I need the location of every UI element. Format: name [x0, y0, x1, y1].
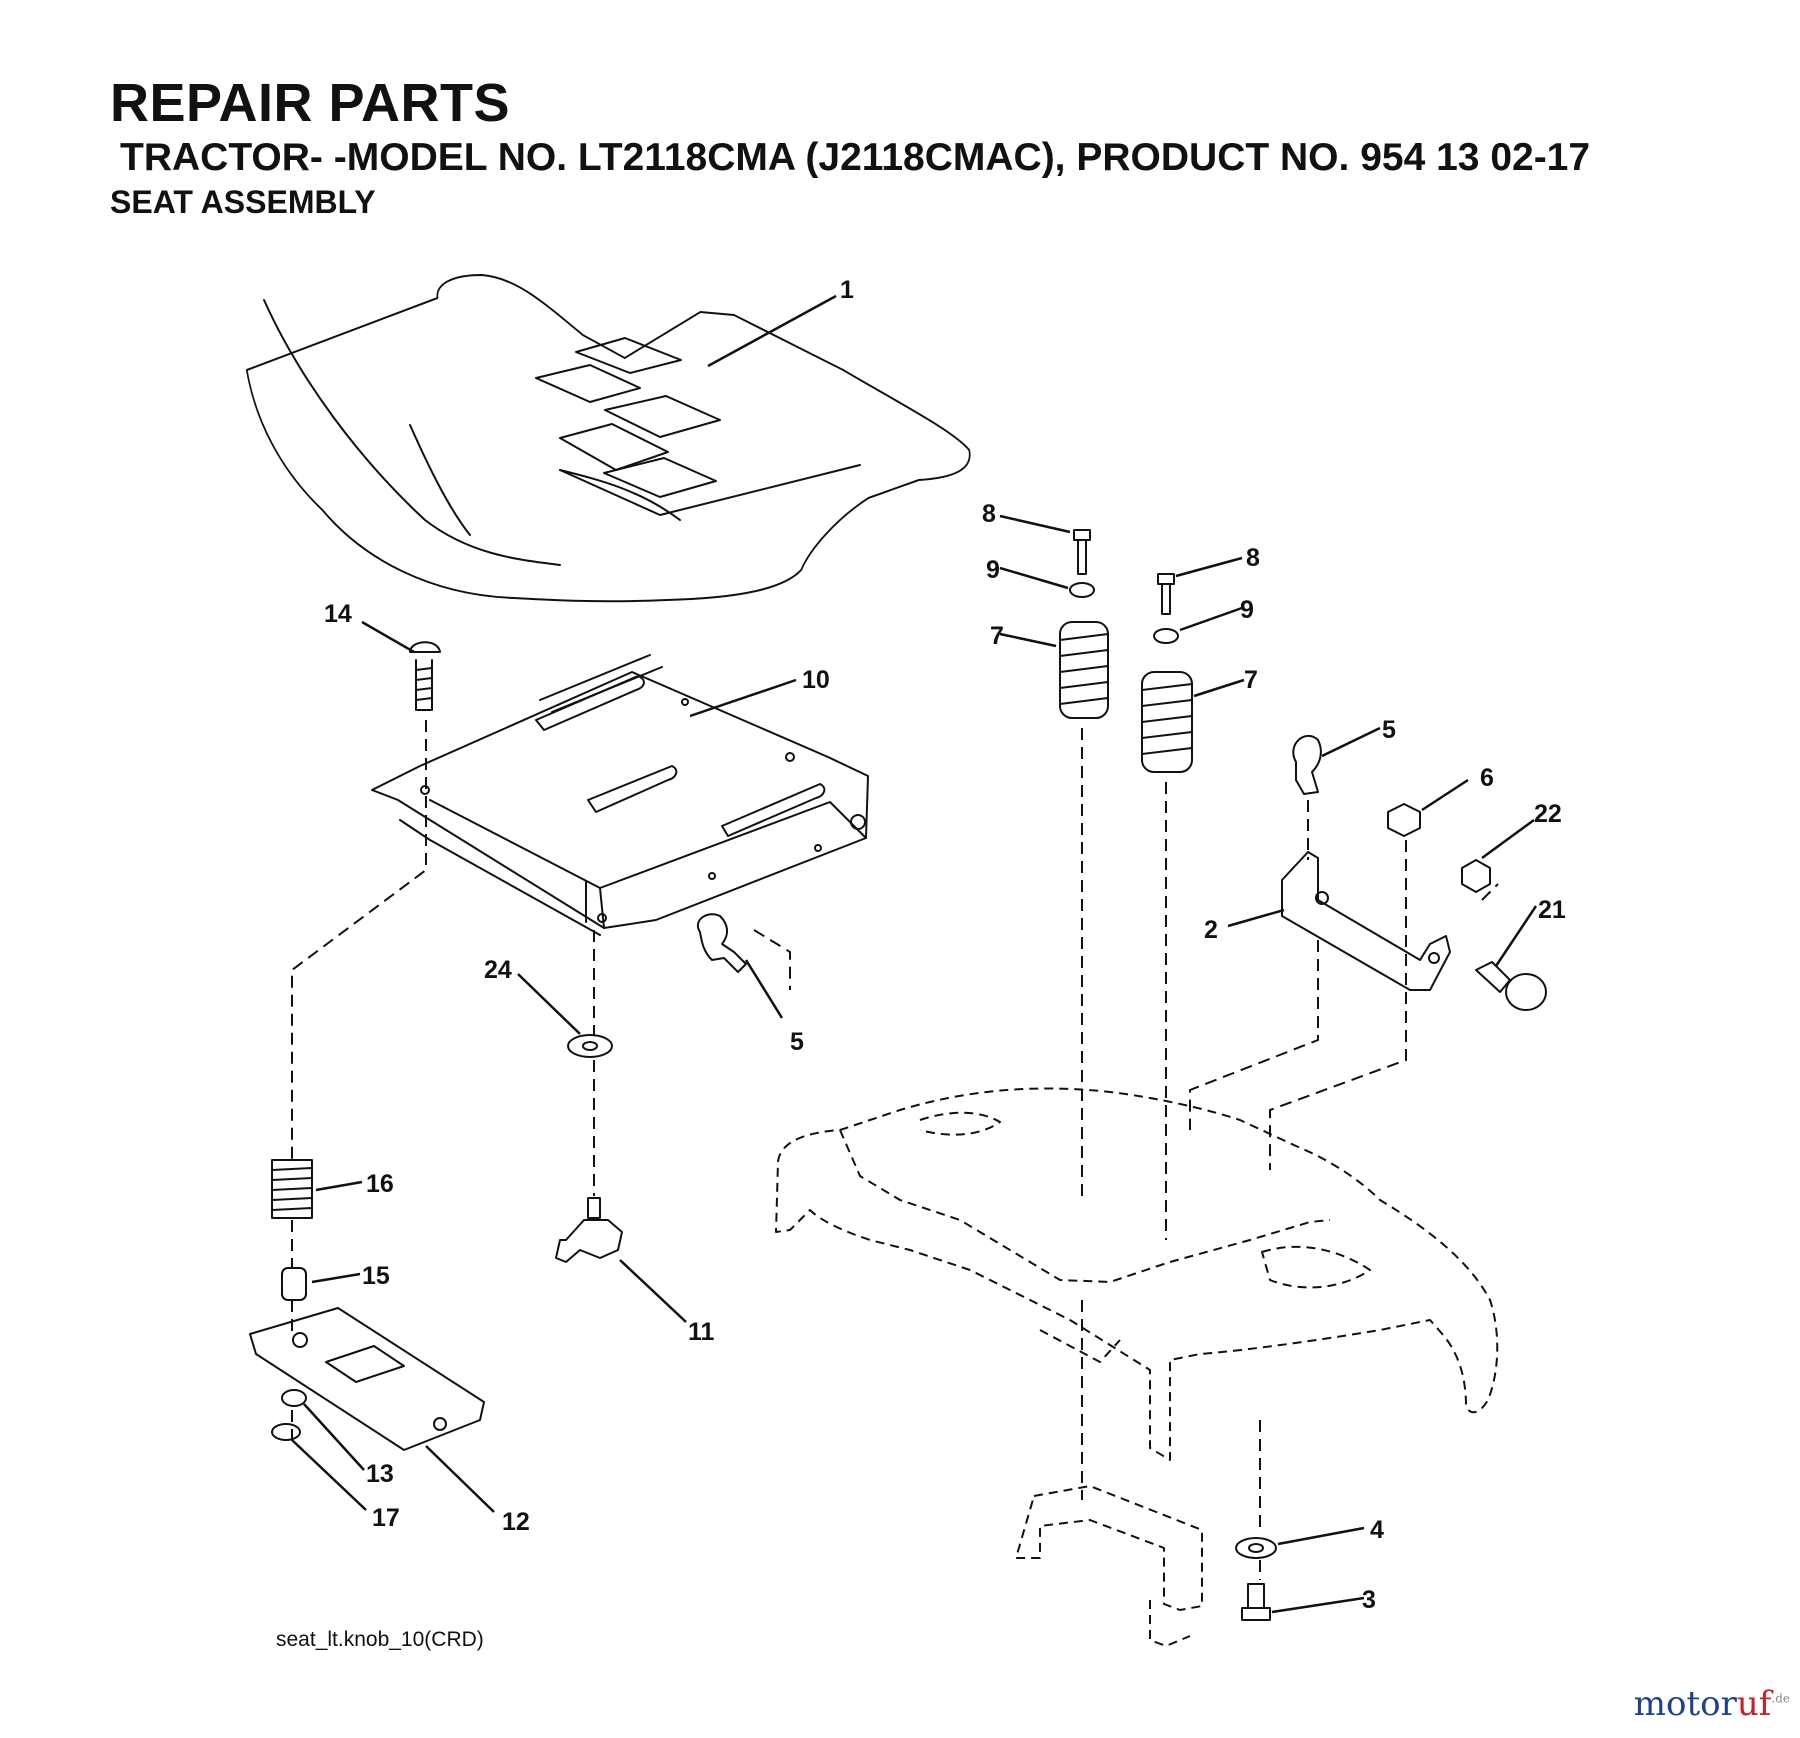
drawing-reference: seat_lt.knob_10(CRD) — [276, 1628, 484, 1651]
washer-part — [567, 1034, 613, 1058]
model-subtitle: TRACTOR- -MODEL NO. LT2118CMA (J2118CMAC… — [120, 136, 1591, 179]
callout-4: 4 — [1370, 1516, 1384, 1544]
spring-part — [271, 1159, 313, 1219]
locknut-part — [271, 1423, 301, 1441]
nut-part — [281, 1389, 307, 1407]
callout-21: 21 — [1538, 896, 1566, 924]
knob-clip-part — [1292, 734, 1322, 795]
washer-part — [1235, 1537, 1277, 1559]
section-title: SEAT ASSEMBLY — [110, 184, 376, 220]
callout-24: 24 — [484, 956, 512, 984]
spring-part — [1059, 621, 1193, 773]
callout-2: 2 — [1204, 916, 1218, 944]
seat-pan-part — [371, 654, 869, 936]
bolt-part — [1073, 529, 1175, 615]
callout-12: 12 — [502, 1508, 530, 1536]
callout-5: 5 — [1382, 716, 1396, 744]
callout-8: 8 — [982, 500, 996, 528]
callout-15: 15 — [362, 1262, 390, 1290]
callout-7: 7 — [990, 622, 1004, 650]
callout-8: 8 — [1246, 544, 1260, 572]
bracket-plate-part — [249, 1307, 485, 1451]
seat-part — [245, 274, 971, 603]
callout-17: 17 — [372, 1504, 400, 1532]
callout-13: 13 — [366, 1460, 394, 1488]
wing-knob-part — [555, 1197, 623, 1263]
callout-10: 10 — [802, 666, 830, 694]
seat-bracket-part — [1281, 851, 1451, 991]
callout-11: 11 — [688, 1318, 715, 1346]
washer-part — [1069, 582, 1179, 644]
carriage-bolt-part — [409, 641, 441, 711]
spacer-part — [281, 1267, 307, 1301]
shoulder-bolt-part — [1475, 961, 1547, 1011]
callout-9: 9 — [1240, 596, 1254, 624]
callout-7: 7 — [1244, 666, 1258, 694]
knob-clip-part — [697, 913, 747, 973]
callout-16: 16 — [366, 1170, 394, 1198]
callout-14: 14 — [324, 600, 352, 628]
page-title: REPAIR PARTS — [110, 73, 511, 133]
callout-9: 9 — [986, 556, 1000, 584]
callout-22: 22 — [1534, 800, 1562, 828]
bolt-part — [1241, 1583, 1271, 1621]
tractor-frame-outline — [775, 1087, 1499, 1647]
nut-part — [1461, 859, 1491, 893]
nut-part — [1387, 803, 1421, 837]
callout-5: 5 — [790, 1028, 804, 1056]
callout-6: 6 — [1480, 764, 1494, 792]
callout-1: 1 — [840, 276, 854, 304]
callout-3: 3 — [1362, 1586, 1376, 1614]
watermark-logo: motoruf.de — [1633, 1684, 1790, 1724]
